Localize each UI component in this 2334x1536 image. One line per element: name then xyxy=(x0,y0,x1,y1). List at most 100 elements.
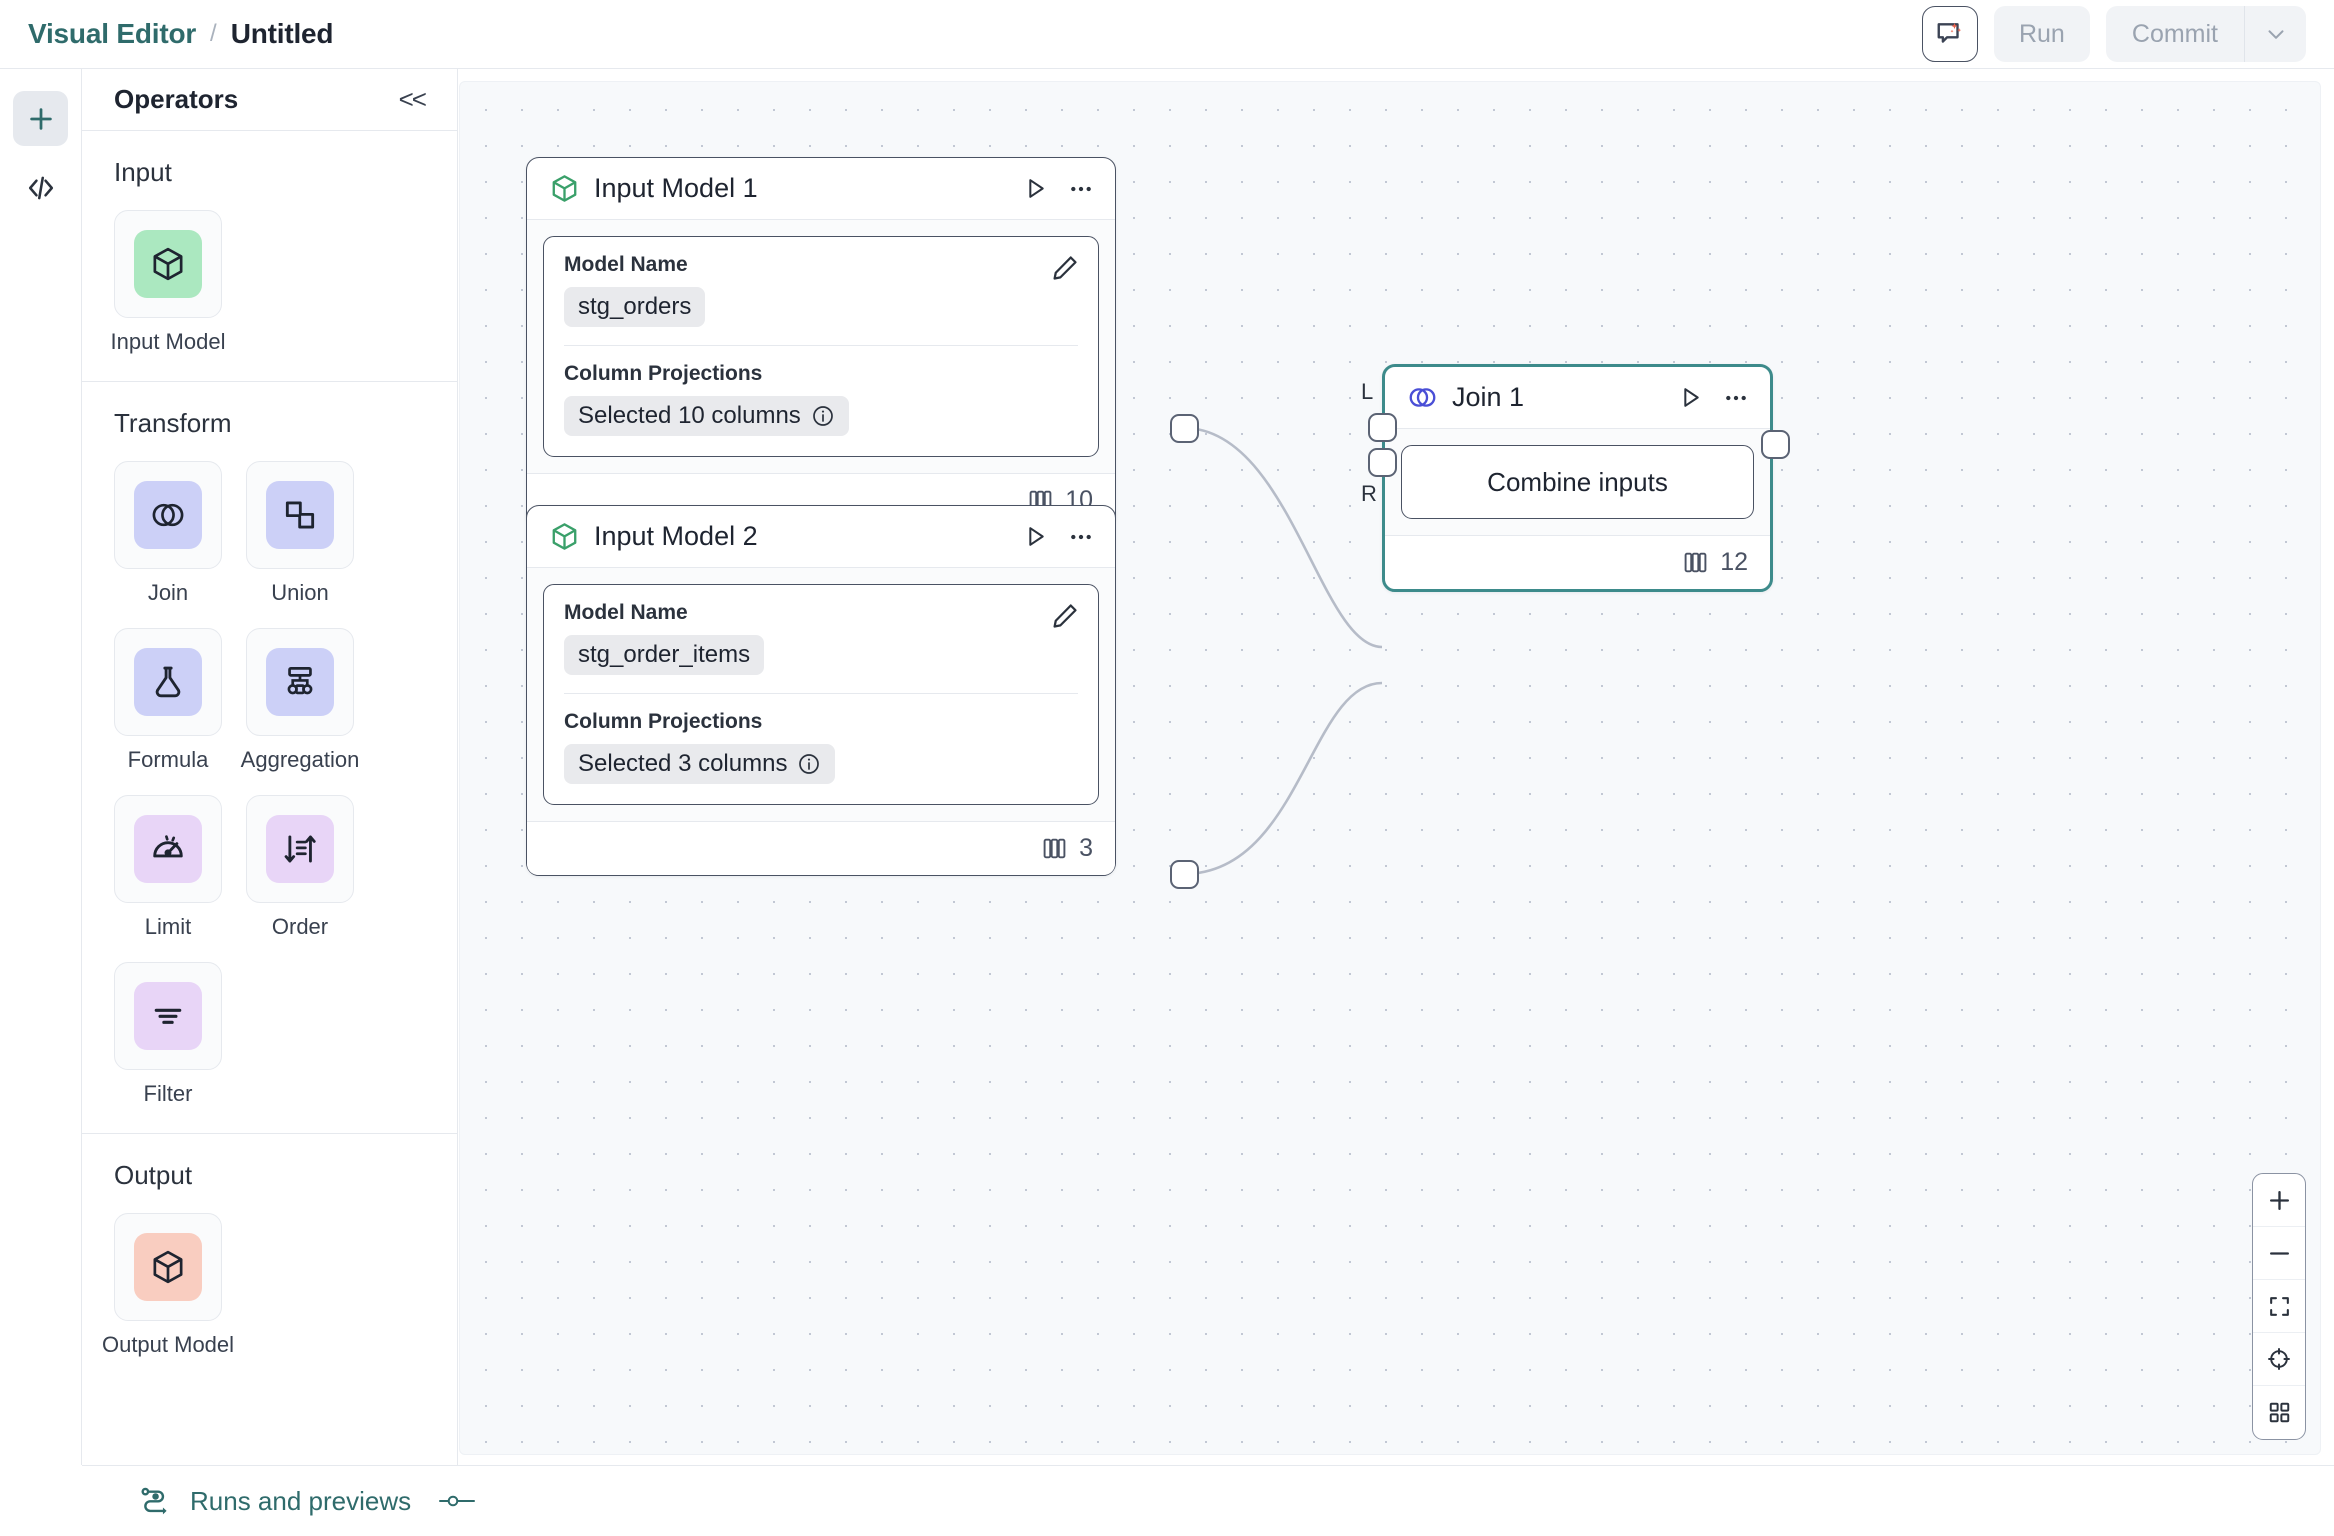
operator-tile[interactable] xyxy=(246,795,354,903)
node-run-button[interactable] xyxy=(1022,175,1049,202)
model-name-label: Model Name xyxy=(564,253,1078,277)
run-button[interactable]: Run xyxy=(1994,6,2090,62)
port-label-right: R xyxy=(1361,481,1377,507)
ellipsis-icon xyxy=(1067,175,1095,203)
edge-input2-to-join-r xyxy=(1184,683,1382,874)
operator-tile[interactable] xyxy=(114,1213,222,1321)
flow-canvas[interactable]: Input Model 1 xyxy=(459,81,2321,1455)
operator-icon-wrap xyxy=(266,481,334,549)
operator-output-model[interactable]: Output Model xyxy=(114,1213,222,1358)
commit-button-group: Commit xyxy=(2106,6,2306,62)
pencil-icon xyxy=(1050,601,1080,631)
operator-input-model[interactable]: Input Model xyxy=(114,210,222,355)
top-bar: Visual Editor / Untitled Run Commit xyxy=(0,0,2334,69)
ellipsis-icon xyxy=(1067,523,1095,551)
add-node-button[interactable] xyxy=(13,91,68,146)
operator-aggregation[interactable]: Aggregation xyxy=(246,628,354,773)
card-divider xyxy=(564,693,1078,694)
code-view-button[interactable] xyxy=(13,160,68,215)
fit-view-button[interactable] xyxy=(2253,1280,2305,1333)
breadcrumb-root-link[interactable]: Visual Editor xyxy=(28,18,196,50)
output-port-join-1[interactable] xyxy=(1761,430,1790,459)
operator-icon-wrap xyxy=(134,230,202,298)
ellipsis-icon xyxy=(1722,384,1750,412)
node-more-menu-button[interactable] xyxy=(1722,384,1750,412)
model-name-value[interactable]: stg_order_items xyxy=(564,635,764,675)
center-target-icon xyxy=(2266,1346,2292,1372)
node-join-1[interactable]: Join 1 Combine inputs xyxy=(1382,364,1773,592)
node-run-button[interactable] xyxy=(1677,384,1704,411)
operator-label: Aggregation xyxy=(241,747,360,773)
ai-assistant-button[interactable] xyxy=(1922,6,1978,62)
hierarchy-icon xyxy=(281,663,319,701)
sort-arrows-icon xyxy=(281,830,319,868)
operator-formula[interactable]: Formula xyxy=(114,628,222,773)
operator-union[interactable]: Union xyxy=(246,461,354,606)
node-header: Input Model 1 xyxy=(527,158,1115,220)
operator-icon-wrap xyxy=(134,982,202,1050)
cube-icon xyxy=(549,521,580,552)
chevron-down-icon xyxy=(2263,21,2289,47)
columns-icon xyxy=(1041,835,1068,862)
combine-inputs-button[interactable]: Combine inputs xyxy=(1401,445,1754,519)
grid-layout-button[interactable] xyxy=(2253,1386,2305,1439)
operator-tile[interactable] xyxy=(114,461,222,569)
operator-tile[interactable] xyxy=(246,461,354,569)
union-squares-icon xyxy=(281,496,319,534)
pencil-icon xyxy=(1050,253,1080,283)
node-more-menu-button[interactable] xyxy=(1067,523,1095,551)
operator-tile[interactable] xyxy=(114,210,222,318)
node-input-model-1[interactable]: Input Model 1 xyxy=(526,157,1116,528)
node-header: Join 1 xyxy=(1385,367,1770,429)
projections-text: Selected 3 columns xyxy=(578,750,787,778)
input-port-join-right[interactable] xyxy=(1368,448,1397,477)
card-divider xyxy=(564,345,1078,346)
edit-model-button[interactable] xyxy=(1050,601,1080,636)
operator-tile[interactable] xyxy=(114,962,222,1070)
operator-group-output: OutputOutput Model xyxy=(82,1134,457,1384)
info-circle-icon[interactable] xyxy=(797,752,821,776)
operator-tile[interactable] xyxy=(114,628,222,736)
runs-and-previews-button[interactable]: Runs and previews xyxy=(138,1484,411,1518)
model-name-value[interactable]: stg_orders xyxy=(564,287,705,327)
input-port-join-left[interactable] xyxy=(1368,413,1397,442)
output-port-input-model-2[interactable] xyxy=(1170,860,1199,889)
info-circle-icon[interactable] xyxy=(811,404,835,428)
slider-toggle-icon[interactable] xyxy=(437,1489,477,1513)
node-footer: 12 xyxy=(1385,535,1770,589)
operator-limit[interactable]: Limit xyxy=(114,795,222,940)
operator-group-input: InputInput Model xyxy=(82,131,457,382)
ai-chat-sparkle-icon xyxy=(1935,19,1965,49)
page-title: Untitled xyxy=(231,18,334,50)
filter-lines-icon xyxy=(149,997,187,1035)
node-run-button[interactable] xyxy=(1022,523,1049,550)
zoom-in-button[interactable] xyxy=(2253,1174,2305,1227)
node-actions xyxy=(1677,384,1750,412)
operator-label: Join xyxy=(148,580,188,606)
operators-panel-title: Operators xyxy=(114,84,238,115)
column-projections-value[interactable]: Selected 3 columns xyxy=(564,744,835,784)
operator-icon-wrap xyxy=(134,1233,202,1301)
output-port-input-model-1[interactable] xyxy=(1170,414,1199,443)
node-more-menu-button[interactable] xyxy=(1067,175,1095,203)
left-icon-rail xyxy=(0,69,82,1465)
column-projections-value[interactable]: Selected 10 columns xyxy=(564,396,849,436)
operators-panel-header: Operators << xyxy=(82,69,457,131)
gauge-icon xyxy=(149,830,187,868)
commit-dropdown-button[interactable] xyxy=(2244,6,2306,62)
node-input-model-2[interactable]: Input Model 2 xyxy=(526,505,1116,876)
edit-model-button[interactable] xyxy=(1050,253,1080,288)
operator-order[interactable]: Order xyxy=(246,795,354,940)
center-view-button[interactable] xyxy=(2253,1333,2305,1386)
collapse-panel-button[interactable]: << xyxy=(399,84,425,115)
zoom-out-icon xyxy=(2266,1240,2293,1267)
operator-join[interactable]: Join xyxy=(114,461,222,606)
node-title: Join 1 xyxy=(1452,382,1663,413)
operator-filter[interactable]: Filter xyxy=(114,962,222,1107)
operator-tile[interactable] xyxy=(246,628,354,736)
operator-tile[interactable] xyxy=(114,795,222,903)
cube-icon xyxy=(149,245,187,283)
operator-grid: JoinUnionFormulaAggregationLimitOrderFil… xyxy=(114,461,425,1107)
commit-button[interactable]: Commit xyxy=(2106,6,2244,62)
zoom-out-button[interactable] xyxy=(2253,1227,2305,1280)
